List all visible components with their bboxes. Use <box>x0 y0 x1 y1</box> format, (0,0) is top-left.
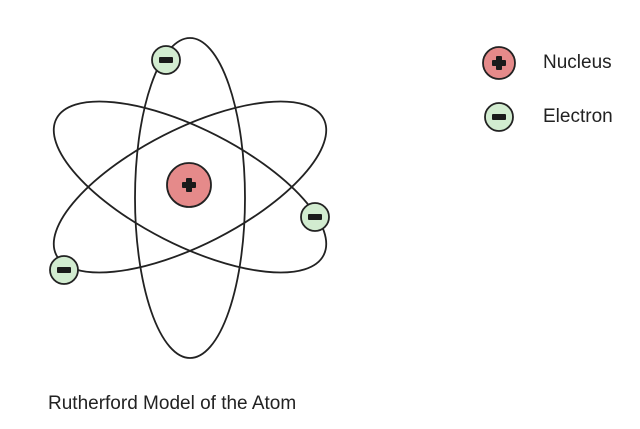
electron-right <box>300 202 330 232</box>
electron-left <box>49 255 79 285</box>
electron-icon <box>484 102 514 132</box>
nucleus-icon <box>482 46 516 80</box>
legend-item-electron: Electron <box>481 99 613 135</box>
legend-item-nucleus: Nucleus <box>481 45 612 81</box>
diagram-caption: Rutherford Model of the Atom <box>48 393 297 414</box>
orbit-vertical <box>134 37 246 359</box>
orbit-tilted-up <box>52 100 328 274</box>
legend-label-electron: Electron <box>543 106 613 127</box>
legend-label-nucleus: Nucleus <box>543 52 612 73</box>
electron-top <box>151 45 181 75</box>
nucleus <box>166 162 212 208</box>
orbit-tilted-down <box>52 100 328 274</box>
minus-icon <box>57 267 71 273</box>
minus-icon <box>308 214 322 220</box>
minus-icon <box>159 57 173 63</box>
